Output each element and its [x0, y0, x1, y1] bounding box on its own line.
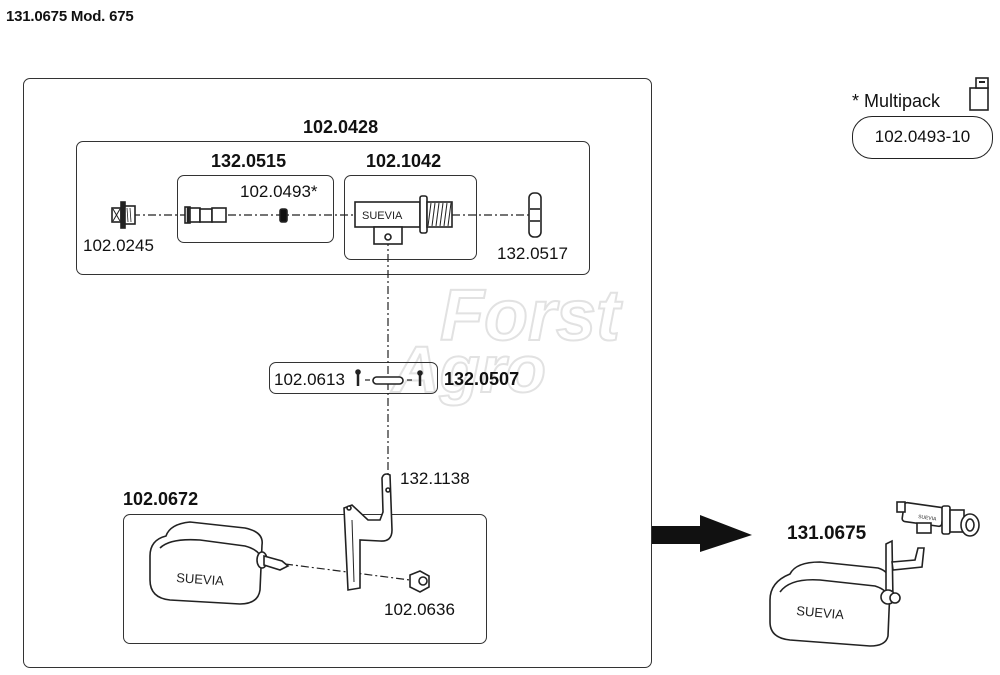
group-label-pin-set: 132.0507 [444, 369, 520, 389]
sub-assembly-b-box [344, 175, 477, 260]
group-label-float-set: 102.0672 [123, 489, 199, 509]
part-label-seal: 102.0493* [240, 182, 318, 201]
part-label-nut-top: 132.0517 [497, 244, 568, 263]
part-label-plug: 102.0245 [83, 236, 154, 255]
seal-part-icon [279, 208, 288, 223]
part-label-nut-bottom: 102.0636 [384, 600, 455, 619]
multipack-code-pill: 102.0493-10 [852, 116, 993, 159]
float-brand-label: SUEVIA [176, 570, 225, 588]
part-label-pin: 102.0613 [274, 370, 345, 389]
arrow-right-icon [652, 515, 752, 552]
valve-body-part-icon [184, 206, 227, 224]
valve-part-icon: SUEVIA [354, 195, 453, 245]
pin-set-box [269, 362, 438, 394]
nut-bottom-part-icon [409, 570, 430, 593]
arm-part-icon [343, 473, 393, 591]
plug-part-icon [111, 201, 136, 229]
float-part-icon: SUEVIA [149, 521, 290, 605]
outer-assembly-box [76, 141, 590, 275]
result-label: 131.0675 [787, 523, 867, 544]
main-frame [23, 78, 652, 668]
watermark-agro: Agro [390, 332, 546, 406]
multipack-code: 102.0493-10 [874, 127, 971, 146]
assembled-product-icon: SUEVIA SUEVIA [769, 501, 980, 647]
part-label-arm: 132.1138 [400, 469, 470, 488]
multipack-label: * Multipack [852, 91, 941, 111]
axis-line-bottom [284, 563, 411, 581]
page-title: 131.0675 Mod. 675 [6, 8, 134, 25]
sub-assembly-a-box [177, 175, 334, 243]
group-label-outer-assembly: 102.0428 [303, 117, 379, 137]
assembled-valve-brand-label: SUEVIA [918, 514, 938, 523]
group-label-sub-assembly-b: 102.1042 [366, 151, 442, 171]
group-label-sub-assembly-a: 132.0515 [211, 151, 287, 171]
watermark-forst: Forst [440, 276, 623, 356]
pin-part-icon [355, 369, 423, 386]
float-set-box [123, 514, 487, 644]
nut-top-part-icon [528, 192, 542, 238]
valve-brand-label: SUEVIA [362, 210, 403, 222]
assembled-float-brand-label: SUEVIA [796, 603, 845, 622]
multipack-box-icon [969, 77, 989, 111]
